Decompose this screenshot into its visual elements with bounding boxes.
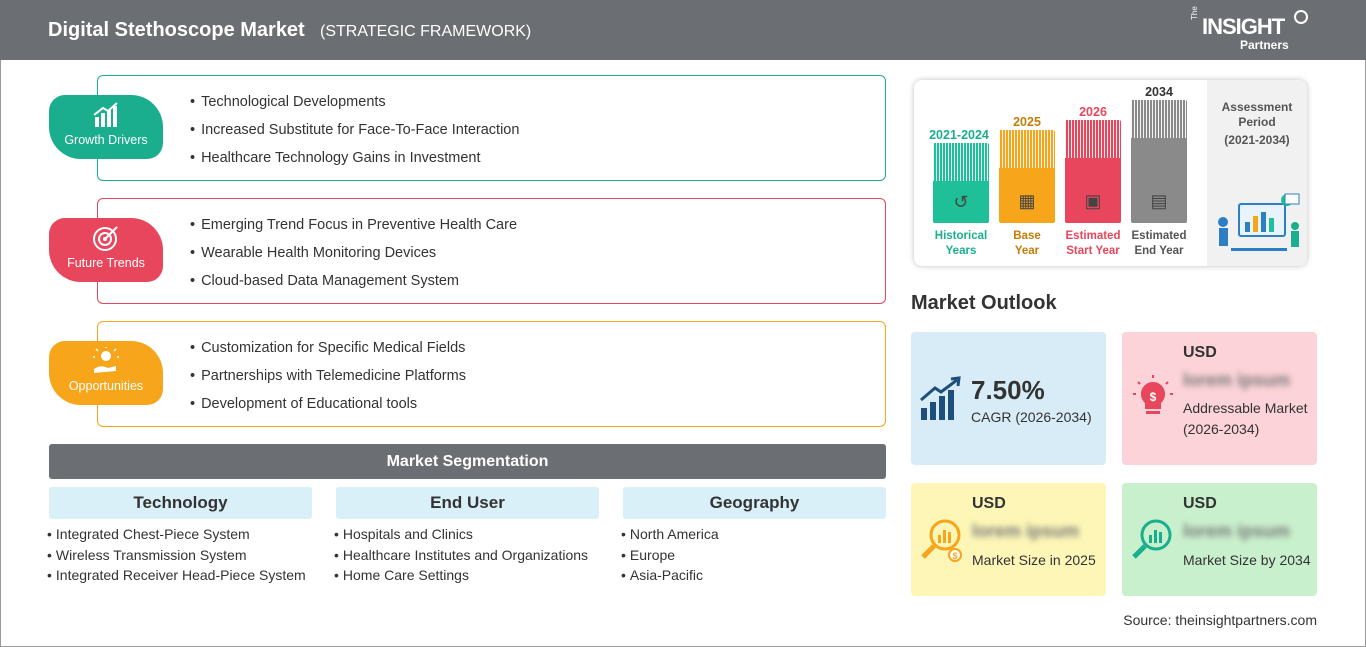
market-size-2034-card: USD lorem ipsum Market Size by 2034 [1122,483,1317,596]
target-icon [93,226,118,251]
market-size-2025-value: lorem ipsum [972,521,1080,541]
opportunities-badge: Opportunities [49,341,163,405]
addressable-market-desc: Addressable Market (2026-2034) [1183,400,1308,437]
market-size-2034-value: lorem ipsum [1183,521,1291,541]
svg-text:$: $ [952,551,957,561]
timeline-year-start: 2026 [1079,105,1107,119]
monitor-chart-icon: ▤ [1150,191,1168,211]
page-title: Digital Stethoscope Market [48,19,305,41]
growth-drivers-badge: Growth Drivers [49,95,163,159]
addressable-market-value: lorem ipsum [1183,370,1291,390]
timeline-caption-historical: Historical Years [934,230,988,257]
timeline-caption-end: Estimated End Year [1131,230,1187,257]
future-trend-item: Emerging Trend Focus in Preventive Healt… [190,217,517,245]
timeline-year-historical: 2021-2024 [929,128,989,142]
segment-item: Europe [621,545,883,566]
segment-item: Integrated Receiver Head-Piece System [47,565,309,586]
svg-text:$: $ [1150,390,1157,404]
opportunities-box: Customization for Specific Medical Field… [97,321,886,427]
growth-drivers-label: Growth Drivers [64,133,148,147]
addressable-market-currency: USD [1183,344,1217,361]
opportunities-label: Opportunities [68,379,144,393]
future-trend-item: Cloud-based Data Management System [190,273,517,301]
assessment-period-panel: Assessment Period (2021-2034) [1207,80,1307,266]
lightbulb-hand-icon [93,347,119,373]
segment-item: Integrated Chest-Piece System [47,524,309,545]
timeline-year-end: 2034 [1145,85,1173,99]
market-size-2025-card: USD lorem ipsum $ Market Size in 2025 [911,483,1106,596]
growth-driver-item: Increased Substitute for Face-To-Face In… [190,122,519,150]
insight-partners-logo[interactable]: The INSIGHT Partners [1190,6,1310,54]
segment-item: North America [621,524,883,545]
market-size-2034-currency: USD [1183,495,1217,512]
growth-chart-icon [920,376,961,420]
analytics-team-icon [1218,193,1300,251]
segment-heading-end-user: End User [336,487,599,519]
header-bar: Digital Stethoscope Market (STRATEGIC FR… [0,0,1366,60]
assessment-period-range: (2021-2034) [1224,133,1290,147]
segment-item: Asia-Pacific [621,565,883,586]
growth-driver-item: Technological Developments [190,94,519,122]
logo-partners-text: Partners [1240,38,1289,52]
timeline-bar-end: ▤ [1131,100,1187,223]
timeline-bar-start: ▣ [1065,120,1121,223]
opportunity-item: Customization for Specific Medical Field… [190,340,466,368]
page-subtitle: (STRATEGIC FRAMEWORK) [320,23,532,40]
magnifier-chart-icon [1132,519,1172,559]
market-size-2025-currency: USD [972,495,1006,512]
timeline-bar-base: ▦ [999,130,1055,223]
growth-drivers-box: Technological Developments Increased Sub… [97,75,886,181]
future-trends-box: Emerging Trend Focus in Preventive Healt… [97,198,886,304]
cagr-value: 7.50% [971,375,1045,405]
future-trend-item: Wearable Health Monitoring Devices [190,245,517,273]
opportunity-item: Development of Educational tools [190,396,466,424]
calendar-icon: ▦ [1018,191,1036,211]
cagr-card: 7.50% CAGR (2026-2034) [911,332,1106,465]
addressable-market-card: USD lorem ipsum $ Addressable Market (20… [1122,332,1317,465]
market-size-2034-desc: Market Size by 2034 [1183,552,1311,568]
timeline-year-base: 2025 [1013,115,1041,129]
timeline-caption-base: Base Year [1013,230,1041,257]
growth-driver-item: Healthcare Technology Gains in Investmen… [190,150,519,178]
segment-list-geography: North America Europe Asia-Pacific [621,524,883,586]
history-icon: ↺ [953,192,969,212]
logo-the-text: The [1190,6,1199,20]
future-trends-label: Future Trends [67,256,145,270]
segment-list-technology: Integrated Chest-Piece System Wireless T… [47,524,309,586]
segment-list-end-user: Hospitals and Clinics Healthcare Institu… [334,524,614,586]
cagr-label: CAGR (2026-2034) [971,409,1092,425]
timeline-bar-historical: ↺ [933,143,989,223]
segment-heading-technology: Technology [49,487,312,519]
bulb-dollar-icon: $ [1133,375,1173,414]
segment-heading-geography: Geography [623,487,886,519]
magnifier-chart-icon: $ [921,519,962,562]
segment-item: Home Care Settings [334,565,614,586]
market-outlook-title: Market Outlook [911,292,1057,314]
segment-item: Hospitals and Clinics [334,524,614,545]
logo-ring-icon [1294,10,1308,24]
timeline-caption-start: Estimated Start Year [1065,230,1121,257]
growth-chart-icon [93,102,118,127]
opportunity-item: Partnerships with Telemedicine Platforms [190,368,466,396]
assessment-period-label: Assessment Period [1221,100,1293,129]
market-segmentation-bar: Market Segmentation [49,444,886,479]
source-credit[interactable]: Source: theinsightpartners.com [1123,612,1317,628]
segment-item: Wireless Transmission System [47,545,309,566]
logo-insight-text: INSIGHT [1202,14,1285,39]
segment-item: Healthcare Institutes and Organizations [334,545,614,566]
market-size-2025-desc: Market Size in 2025 [972,552,1096,568]
future-trends-badge: Future Trends [49,218,163,282]
presentation-icon: ▣ [1084,191,1102,211]
